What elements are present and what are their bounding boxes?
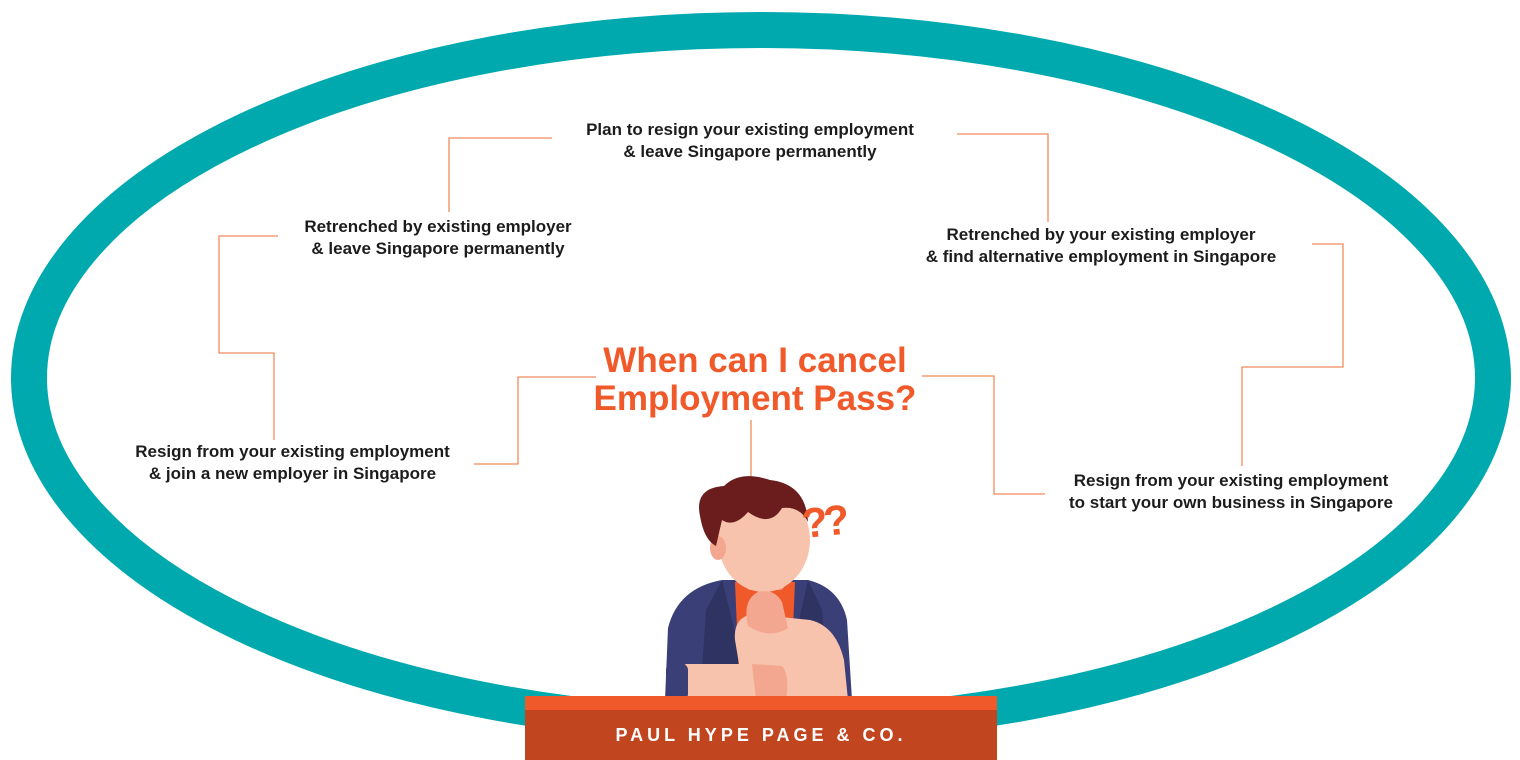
- node-plan-resign: Plan to resign your existing employment …: [550, 119, 950, 163]
- node-retrenched-leave-line-2: & leave Singapore permanently: [311, 239, 565, 258]
- node-retrenched-alternative: Retrenched by your existing employer & f…: [886, 224, 1316, 268]
- node-resign-new-employer: Resign from your existing employment & j…: [100, 441, 485, 485]
- node-resign-new-employer-line-1: Resign from your existing employment: [135, 442, 450, 461]
- node-retrenched-alternative-line-1: Retrenched by your existing employer: [946, 225, 1256, 244]
- connector-plan-to-retrenched-leave: [448, 137, 552, 212]
- connector-lines: [218, 133, 1344, 495]
- node-plan-resign-line-1: Plan to resign your existing employment: [586, 120, 914, 139]
- node-retrenched-alternative-line-2: & find alternative employment in Singapo…: [925, 247, 1277, 266]
- node-retrenched-leave: Retrenched by existing employer & leave …: [268, 216, 608, 260]
- node-resign-own-business-line-1: Resign from your existing employment: [1073, 471, 1389, 490]
- title-line-1: When can I cancel: [603, 341, 907, 380]
- brand-bar-top-strip: [525, 696, 997, 710]
- title-line-2: Employment Pass?: [593, 379, 917, 418]
- node-resign-own-business: Resign from your existing employment to …: [1036, 470, 1426, 514]
- diagram-title: When can I cancel Employment Pass?: [555, 342, 955, 418]
- brand-bar: [525, 710, 997, 760]
- question-marks: ??: [799, 495, 848, 548]
- thinking-person-icon: [665, 476, 852, 700]
- brand-name: PAUL HYPE PAGE & CO.: [615, 725, 907, 745]
- node-resign-new-employer-line-2: & join a new employer in Singapore: [148, 464, 437, 483]
- connector-title-to-resign-new: [474, 376, 596, 465]
- connector-title-to-resign-business: [922, 375, 1045, 495]
- connector-plan-to-retrenched-alternative: [957, 133, 1049, 222]
- node-retrenched-leave-line-1: Retrenched by existing employer: [304, 217, 572, 236]
- node-resign-own-business-line-2: to start your own business in Singapore: [1069, 493, 1393, 512]
- connector-retrenched-alternative-to-resign-business: [1241, 243, 1344, 466]
- node-plan-resign-line-2: & leave Singapore permanently: [623, 142, 877, 161]
- connector-retrenched-leave-to-resign-new: [218, 235, 278, 440]
